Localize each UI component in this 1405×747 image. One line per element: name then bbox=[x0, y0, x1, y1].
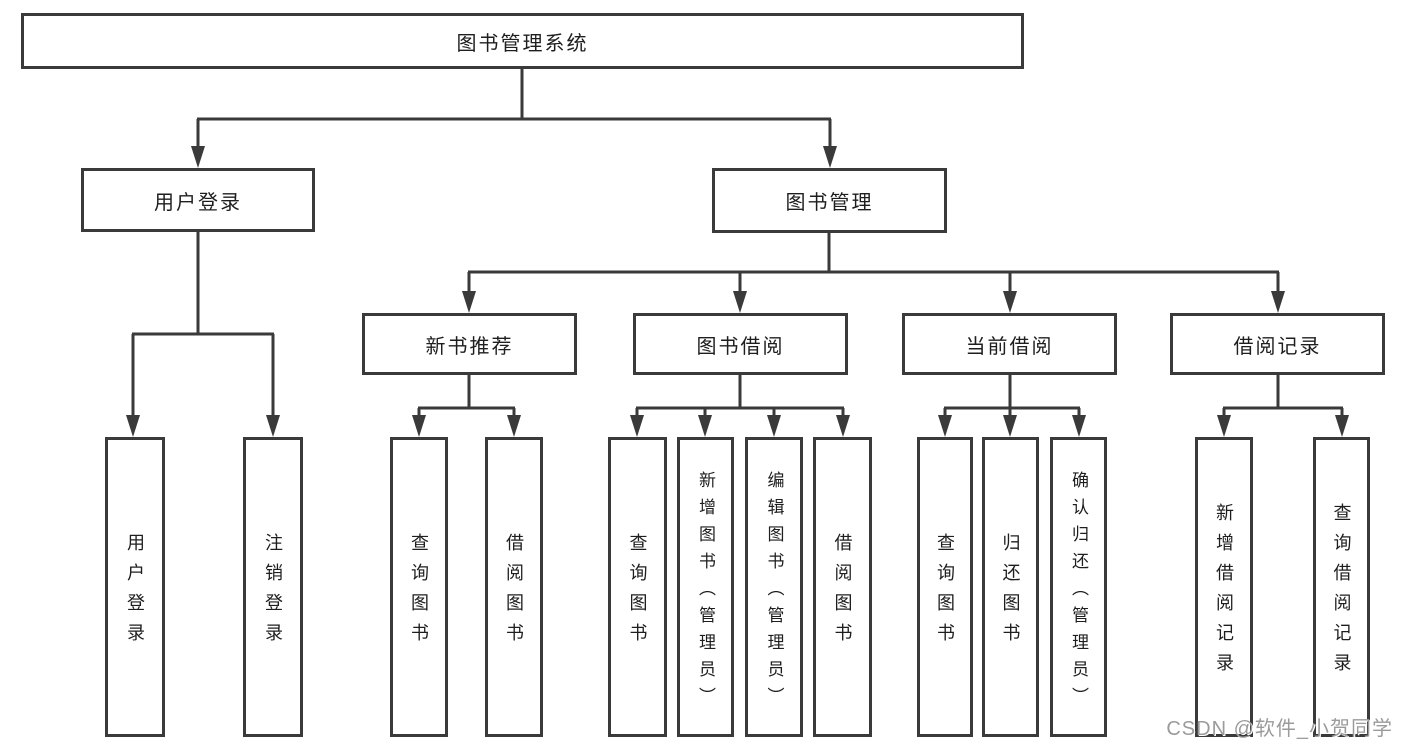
node-current-borrowing-label: 当前借阅 bbox=[965, 335, 1054, 358]
leaf-query-books-borrowing-label: 查询图书 bbox=[627, 533, 648, 653]
node-book-management-label: 图书管理 bbox=[785, 192, 874, 214]
node-current-borrowing: 当前借阅 bbox=[902, 313, 1117, 375]
leaf-query-books-borrowing: 查询图书 bbox=[608, 437, 667, 737]
leaf-query-books-recommend: 查询图书 bbox=[390, 437, 448, 737]
leaf-add-borrow-record: 新增借阅记录 bbox=[1195, 437, 1253, 737]
leaf-query-borrow-record-label: 查询借阅记录 bbox=[1331, 503, 1352, 683]
node-borrow-records: 借阅记录 bbox=[1170, 313, 1385, 375]
node-borrow-records-label: 借阅记录 bbox=[1233, 335, 1322, 358]
leaf-user-login: 用户登录 bbox=[105, 437, 165, 737]
leaf-add-books-admin-label: 新增图书（管理员） bbox=[696, 470, 715, 714]
leaf-logout-login-label: 注销登录 bbox=[263, 533, 283, 653]
leaf-add-borrow-record-label: 新增借阅记录 bbox=[1214, 503, 1234, 683]
node-user-login: 用户登录 bbox=[81, 168, 315, 232]
leaf-borrow-books-borrowing-label: 借阅图书 bbox=[832, 533, 853, 653]
node-root-label: 图书管理系统 bbox=[456, 32, 589, 55]
leaf-borrow-books-recommend-label: 借阅图书 bbox=[504, 533, 524, 653]
node-book-borrowing: 图书借阅 bbox=[633, 313, 848, 375]
leaf-query-books-recommend-label: 查询图书 bbox=[409, 533, 429, 653]
leaf-query-books-current: 查询图书 bbox=[917, 437, 973, 737]
leaf-confirm-return-admin-label: 确认归还（管理员） bbox=[1069, 470, 1088, 714]
node-new-book-recommend: 新书推荐 bbox=[362, 313, 577, 375]
leaf-borrow-books-recommend: 借阅图书 bbox=[485, 437, 543, 737]
leaf-user-login-label: 用户登录 bbox=[125, 533, 145, 653]
leaf-edit-books-admin-label: 编辑图书（管理员） bbox=[764, 470, 784, 714]
leaf-logout-login: 注销登录 bbox=[243, 437, 303, 737]
node-book-management: 图书管理 bbox=[712, 168, 947, 233]
leaf-borrow-books-borrowing: 借阅图书 bbox=[813, 437, 872, 737]
leaf-add-books-admin: 新增图书（管理员） bbox=[677, 437, 734, 737]
node-user-login-label: 用户登录 bbox=[154, 191, 242, 214]
leaf-return-books-label: 归还图书 bbox=[1000, 533, 1021, 653]
leaf-edit-books-admin: 编辑图书（管理员） bbox=[745, 437, 803, 737]
leaf-query-books-current-label: 查询图书 bbox=[935, 533, 955, 653]
watermark: CSDN @软件_小贺同学 bbox=[1166, 718, 1393, 740]
node-new-book-recommend-label: 新书推荐 bbox=[425, 335, 514, 358]
leaf-return-books: 归还图书 bbox=[982, 437, 1039, 737]
leaf-confirm-return-admin: 确认归还（管理员） bbox=[1050, 437, 1107, 737]
leaf-query-borrow-record: 查询借阅记录 bbox=[1313, 437, 1370, 737]
node-root: 图书管理系统 bbox=[21, 13, 1024, 69]
node-book-borrowing-label: 图书借阅 bbox=[696, 335, 785, 358]
